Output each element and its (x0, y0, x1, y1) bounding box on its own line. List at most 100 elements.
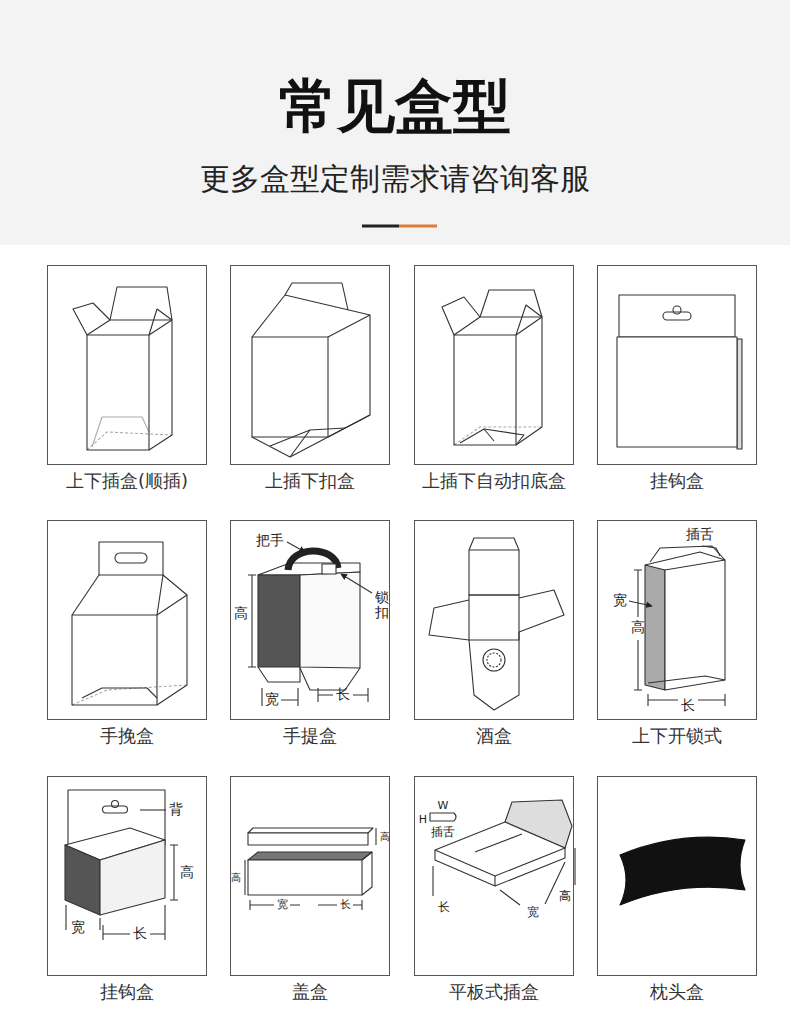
figure-stroke (72, 615, 157, 705)
figure-stroke (244, 860, 245, 895)
dimension-label: H (419, 814, 427, 826)
figure-stroke (82, 688, 157, 698)
figure-stroke (650, 546, 725, 562)
dimension-label: 宽 (613, 593, 627, 608)
figure-stroke (65, 845, 100, 915)
tuck-box-figure (73, 287, 172, 450)
figure-stroke (362, 852, 372, 895)
panel-caption: 挂钩盒 (100, 980, 154, 1004)
wine-box-figure (429, 538, 564, 710)
gable-box-figure (72, 542, 187, 705)
panel-caption: 枕头盒 (650, 980, 704, 1004)
figure-stroke (258, 667, 300, 682)
figure-stroke (442, 297, 480, 335)
pillow-box-figure (620, 837, 745, 905)
figure-stroke (702, 546, 720, 556)
hang-tab-box-figure (617, 295, 742, 449)
box-type-panel: 上下开锁式 (597, 520, 757, 720)
panel-caption: 上下插盒(顺插) (66, 469, 188, 493)
figure-stroke (149, 309, 172, 335)
dimension-label: 背 (169, 802, 183, 817)
figure-stroke (157, 575, 187, 615)
figure-stroke (362, 225, 399, 228)
figure-stroke (157, 595, 187, 705)
figure-stroke (619, 295, 735, 337)
figure-stroke (72, 575, 99, 615)
box-type-panel: 上插下自动扣底盒 (414, 265, 574, 465)
figure-stroke (648, 676, 725, 683)
figure-stroke (110, 287, 172, 320)
dimension-label: 长 (336, 687, 350, 702)
page-title: 常见盒型 (0, 68, 790, 146)
figure-stroke (300, 668, 360, 690)
box-type-panel: 枕头盒 (597, 776, 757, 976)
dimension-label: 高 (234, 606, 248, 621)
figure-stroke (469, 632, 519, 710)
figure-stroke (500, 862, 565, 905)
figure-stroke (399, 225, 437, 228)
figure-stroke (72, 685, 187, 705)
figure-stroke (73, 303, 110, 335)
figure-stroke (516, 305, 542, 335)
figure-stroke (252, 415, 370, 457)
figure-stroke (87, 335, 149, 450)
panel-caption: 上插下自动扣底盒 (422, 469, 566, 493)
panel-caption: 平板式插盒 (449, 980, 539, 1004)
figure-stroke (100, 840, 165, 915)
lock-box-figure (629, 546, 725, 706)
figure-stroke (617, 337, 737, 447)
panel-caption: 上插下扣盒 (265, 469, 355, 493)
dimension-label: 宽 (71, 920, 85, 935)
figure-stroke (475, 834, 522, 852)
figure-stroke (469, 538, 519, 595)
subtitle: 更多盒型定制需求请咨询客服 (200, 162, 590, 195)
dimension-label: 长 (133, 926, 147, 941)
figure-stroke (248, 575, 256, 667)
dimension-label: 插舌 (686, 527, 714, 542)
dimension-label: 插舌 (431, 826, 455, 839)
figure-stroke (300, 572, 360, 668)
divider (362, 226, 437, 227)
dimension-label: 锁扣 (375, 590, 389, 621)
panel-caption: 酒盒 (476, 724, 512, 748)
figure-stroke (645, 565, 665, 690)
hang-box-figure (65, 790, 178, 940)
flat-tuck-box-figure (430, 800, 575, 905)
dimension-label: 高 (380, 831, 390, 842)
figure-stroke (484, 429, 494, 441)
figure-stroke (287, 542, 305, 552)
figure-stroke (92, 417, 149, 447)
figure-stroke (663, 312, 691, 320)
panel-caption: 盖盒 (292, 980, 328, 1004)
panel-caption: 手挽盒 (100, 724, 154, 748)
figure-stroke (673, 306, 681, 314)
figure-stroke (480, 290, 542, 317)
figure-stroke (112, 801, 119, 808)
figure-stroke (645, 552, 725, 565)
dimension-label: 长 (681, 698, 695, 713)
figure-stroke (115, 553, 147, 563)
dimension-label: 把手 (256, 533, 284, 548)
dimension-label: 高 (231, 872, 241, 883)
figure-stroke (99, 542, 163, 575)
dimension-label: 长 (438, 901, 450, 914)
figure-stroke (285, 283, 348, 310)
figure-stroke (516, 317, 542, 445)
figure-stroke (430, 813, 456, 821)
panel-caption: 挂钩盒 (650, 469, 704, 493)
figure-stroke (469, 549, 519, 550)
box-type-panel: 上插下扣盒 (230, 265, 390, 465)
box-type-panel: 挂钩盒 (597, 265, 757, 465)
figure-stroke (87, 320, 172, 335)
dimension-label: W (438, 800, 449, 812)
figure-stroke (460, 429, 524, 445)
figure-stroke (435, 850, 495, 886)
figure-stroke (629, 601, 652, 606)
figure-stroke (341, 574, 372, 593)
figure-stroke (469, 595, 519, 640)
figure-stroke (258, 575, 300, 667)
figure-stroke (290, 430, 310, 457)
figure-stroke (248, 833, 368, 845)
